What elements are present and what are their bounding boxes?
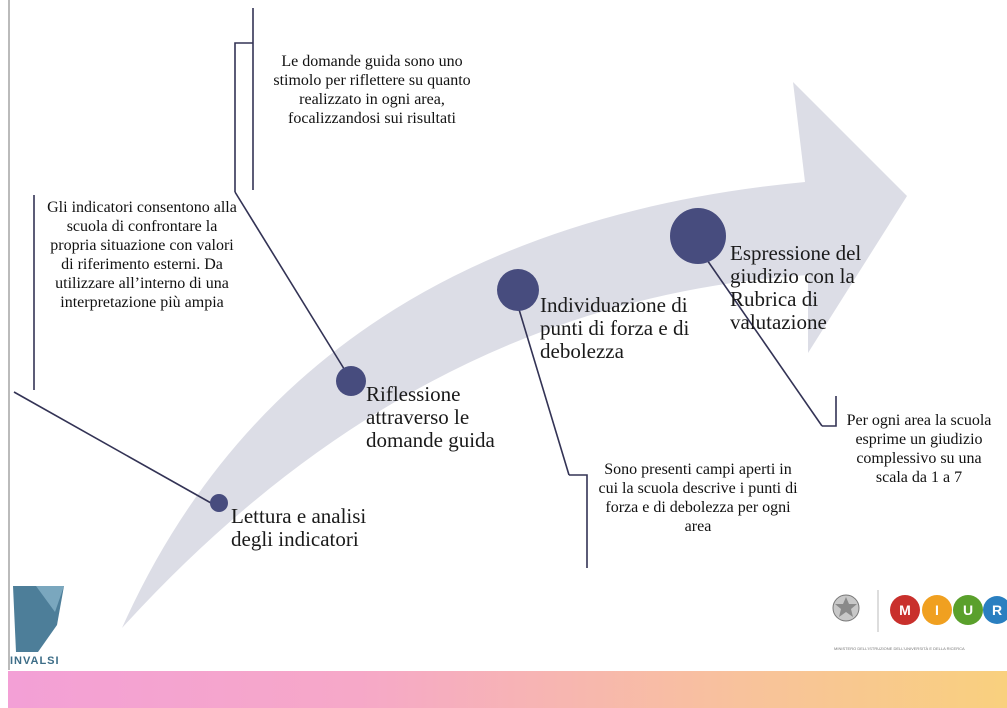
callout-indicatori: Gli indicatori consentono alla scuola di…	[47, 199, 237, 311]
footer-band	[8, 671, 1007, 708]
miur-letter-r: R	[992, 602, 1002, 618]
leader-domande	[234, 191, 347, 373]
callout-giudizio: Per ogni area la scuola esprime un giudi…	[846, 412, 992, 486]
step-dot-individuazione	[497, 269, 539, 311]
step-label-riflessione: Riflessione attraverso le domande guida	[366, 382, 495, 452]
step-dot-riflessione	[336, 366, 366, 396]
leader-giudizio	[704, 256, 823, 427]
leader-indicatori	[13, 391, 212, 504]
miur-logo: M I U R	[890, 595, 1007, 625]
connector-giudizio	[822, 396, 837, 427]
connector-campi	[569, 474, 588, 568]
callout-campi: Sono presenti campi aperti in cui la scu…	[598, 461, 798, 535]
step-label-individuazione: Individuazione di punti di forza e di de…	[540, 293, 690, 363]
miur-letter-u: U	[963, 602, 973, 618]
step-dot-espressione	[670, 208, 726, 264]
invalsi-logo-text: INVALSI	[10, 655, 60, 667]
connector-domande	[234, 42, 253, 192]
miur-letter-i: I	[935, 602, 939, 618]
step-label-espressione: Espressione del giudizio con la Rubrica …	[730, 241, 862, 334]
step-dot-lettura	[210, 494, 228, 512]
miur-caption: MINISTERO DELL'ISTRUZIONE DELL'UNIVERSIT…	[834, 646, 965, 651]
italy-emblem-icon	[832, 594, 860, 622]
step-label-lettura: Lettura e analisi degli indicatori	[231, 504, 367, 551]
leader-campi	[517, 305, 570, 476]
callout-domande: Le domande guida sono uno stimolo per ri…	[273, 53, 471, 127]
miur-letter-m: M	[899, 602, 911, 618]
invalsi-logo-mark	[13, 586, 64, 652]
